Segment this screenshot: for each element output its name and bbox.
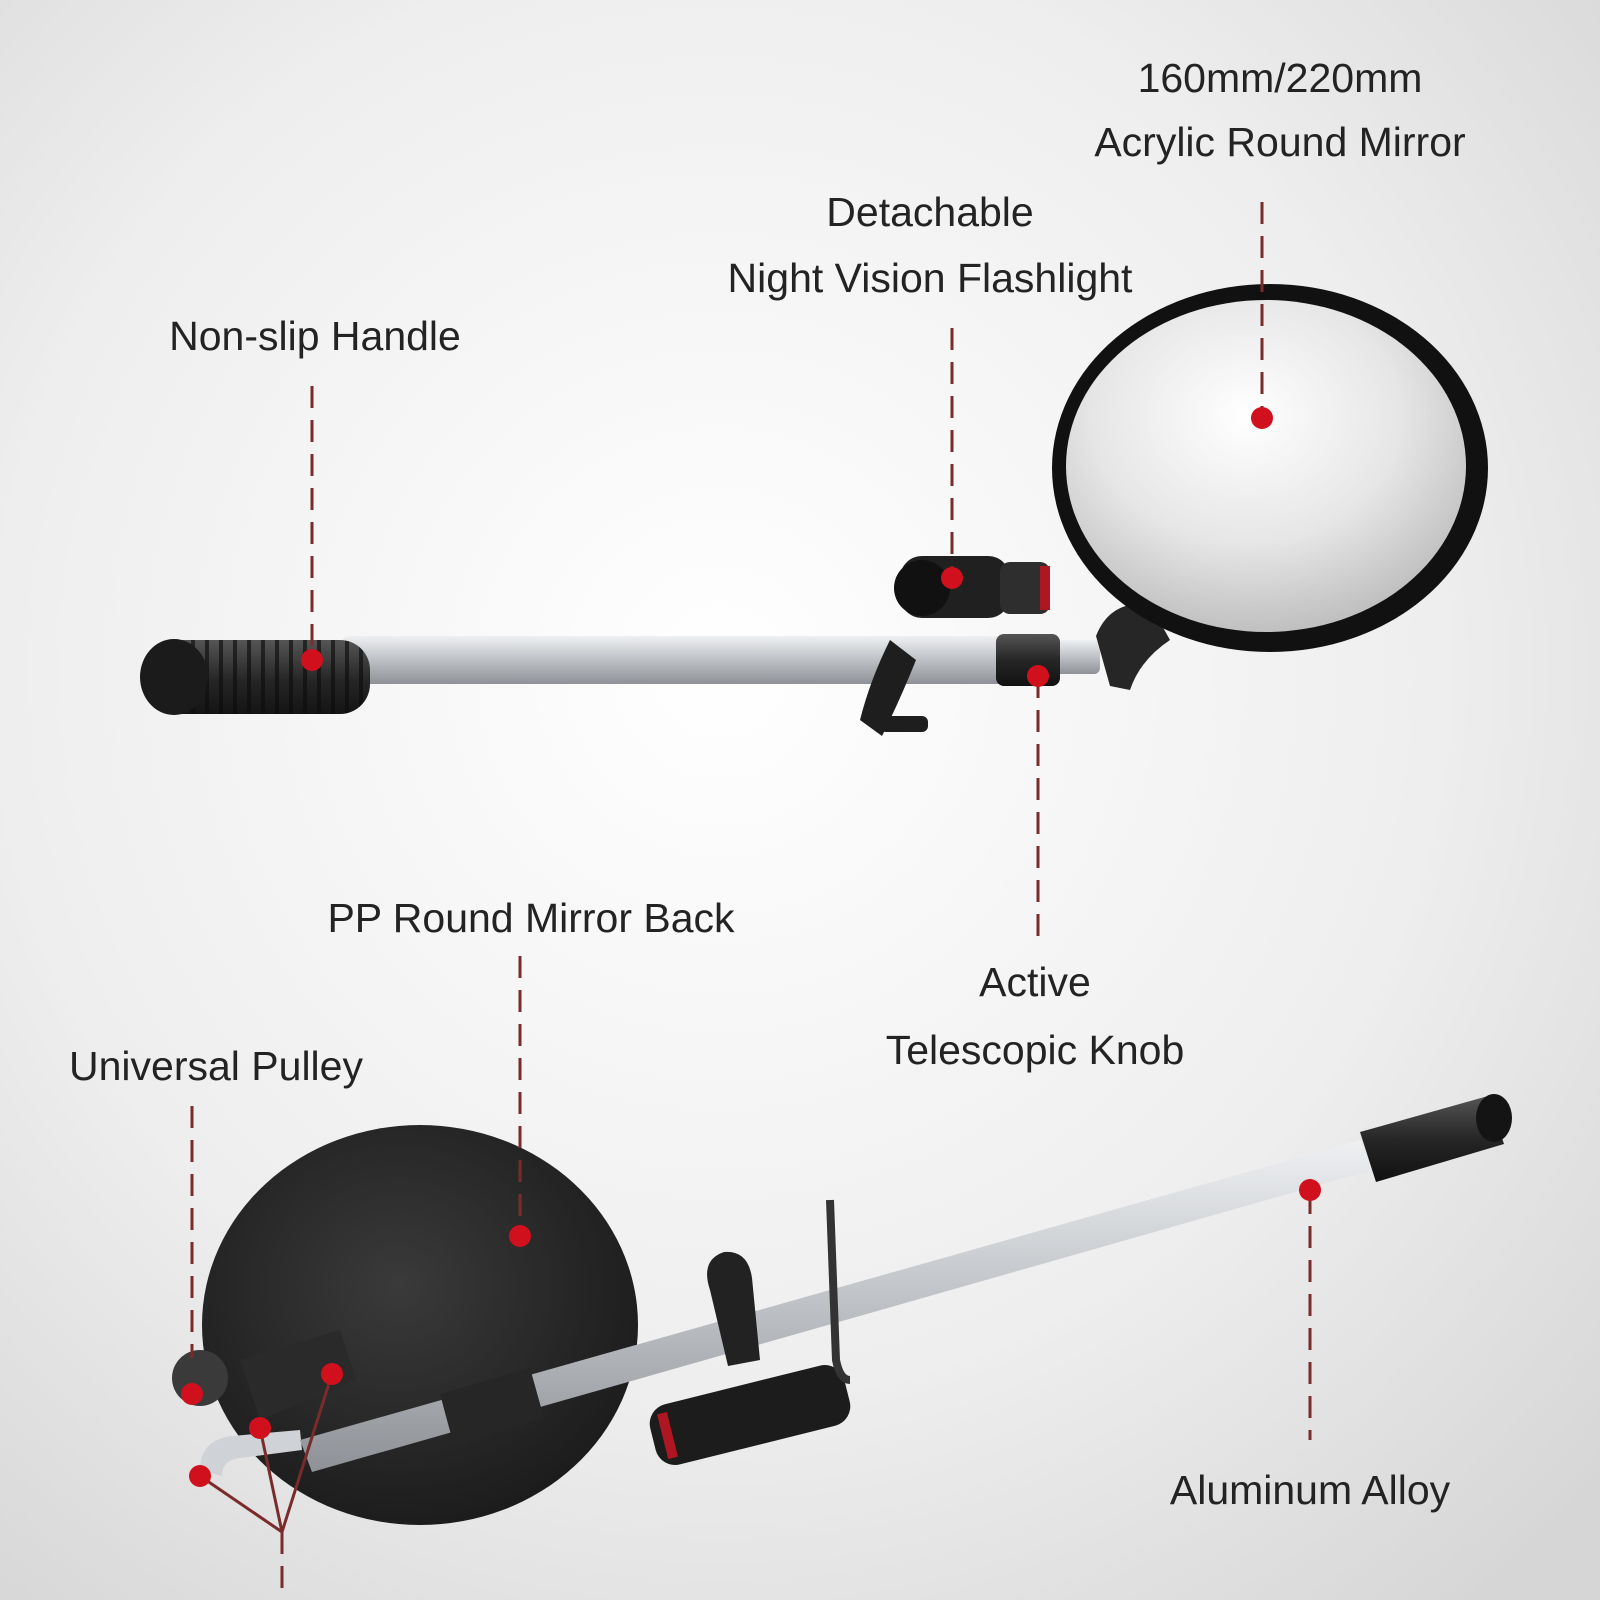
- dot-back: [509, 1225, 531, 1247]
- bottom-handle-cap: [1476, 1094, 1512, 1142]
- callout-fan: [199, 1373, 334, 1534]
- top-handle-cap: [140, 639, 208, 715]
- label-flashlight-line1: Detachable: [826, 189, 1034, 235]
- mirror-back-disc: [202, 1125, 638, 1525]
- bottom-clamp: [707, 1251, 760, 1366]
- bottom-telescopic-knob: [440, 1368, 544, 1446]
- bottom-tool: [172, 1094, 1512, 1525]
- acrylic-mirror-glass: [1066, 300, 1466, 632]
- label-knob-line2: Telescopic Knob: [885, 1027, 1185, 1073]
- callout-dots: [181, 407, 1321, 1487]
- dot-alloy: [1299, 1179, 1321, 1201]
- top-mirror-joint: [1096, 603, 1170, 690]
- bottom-handle-grip: [1360, 1096, 1504, 1182]
- label-alloy: Aluminum Alloy: [1169, 1467, 1451, 1513]
- top-clamp-bolt: [880, 716, 928, 732]
- callouts: [190, 202, 1312, 1600]
- dot-knob: [1027, 665, 1049, 687]
- dot-joint-2: [249, 1417, 271, 1439]
- label-mirror-size: 160mm/220mm: [1137, 55, 1423, 101]
- bottom-bent-tube: [200, 1430, 302, 1476]
- top-flashlight: [894, 556, 1050, 618]
- dot-mirror: [1251, 407, 1273, 429]
- bottom-flashlight-ring: [657, 1412, 678, 1460]
- dot-joint-1: [189, 1465, 211, 1487]
- label-knob-line1: Active: [979, 959, 1091, 1005]
- top-rod: [340, 636, 1060, 684]
- label-pulley: Universal Pulley: [69, 1043, 363, 1089]
- dot-pulley: [181, 1383, 203, 1405]
- dot-joint-3: [321, 1363, 343, 1385]
- top-clamp: [860, 640, 916, 736]
- dot-flashlight: [941, 567, 963, 589]
- label-handle: Non-slip Handle: [169, 313, 461, 359]
- lanyard: [826, 1199, 851, 1384]
- top-tool: [140, 284, 1488, 736]
- pulley-bracket: [240, 1330, 356, 1420]
- dot-handle: [301, 649, 323, 671]
- bottom-flashlight-body: [649, 1364, 851, 1466]
- label-flashlight-line2: Night Vision Flashlight: [727, 255, 1133, 301]
- label-mirror-type: Acrylic Round Mirror: [1094, 119, 1466, 165]
- label-mirror-back: PP Round Mirror Back: [327, 895, 735, 941]
